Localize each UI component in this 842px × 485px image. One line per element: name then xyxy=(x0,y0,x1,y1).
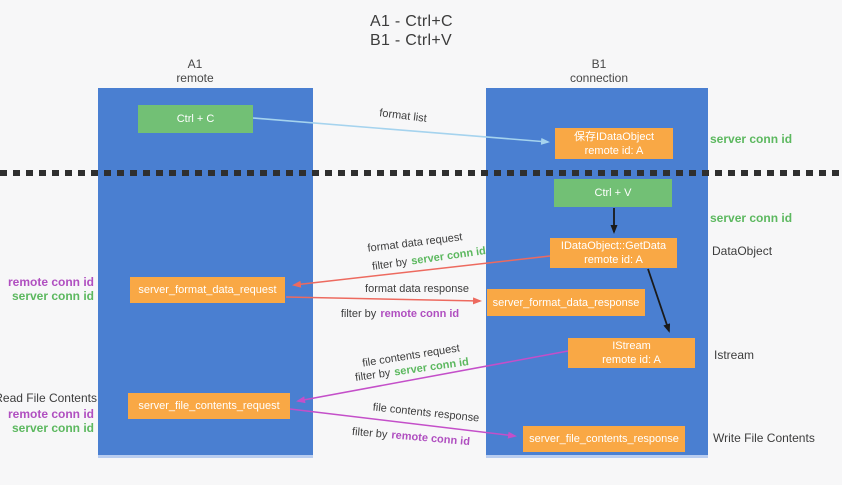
filter-prefix: filter by xyxy=(340,308,377,320)
node-getdata-line1: IDataObject::GetData xyxy=(560,240,667,252)
node-save-idataobject: 保存IDataObject remote id: A xyxy=(555,128,673,159)
node-idataobject-getdata: IDataObject::GetData remote id: A xyxy=(550,238,677,268)
annotation-remote-conn-id-top: remote conn id xyxy=(7,275,94,289)
node-save-idataobject-line2: remote id: A xyxy=(584,144,644,157)
annotation-server-conn-id-mid: server conn id xyxy=(710,211,793,225)
arrow-file-contents-response xyxy=(289,408,517,439)
filter-prefix: filter by xyxy=(351,425,388,441)
node-getdata-line2: remote id: A xyxy=(584,254,643,266)
title-line-1: A1 - Ctrl+C xyxy=(370,13,453,30)
node-server-format-data-request-label: server_format_data_request xyxy=(138,284,277,296)
lane-a1-subtitle: remote xyxy=(176,71,214,85)
annotation-istream: Istream xyxy=(714,348,755,362)
node-server-file-contents-response-label: server_file_contents_response xyxy=(529,433,679,445)
node-ctrl-v-label: Ctrl + V xyxy=(594,187,632,199)
node-server-format-data-response-label: server_format_data_response xyxy=(492,296,640,309)
filter-key-remote-conn-id: remote conn id xyxy=(380,308,460,320)
node-save-idataobject-line1: 保存IDataObject xyxy=(573,130,655,143)
edge-label-format-data-response: format data response xyxy=(365,283,469,295)
lane-b1-subtitle: connection xyxy=(569,71,629,85)
node-server-format-data-response: server_format_data_response xyxy=(487,289,645,316)
node-ctrl-c-label: Ctrl + C xyxy=(176,113,215,125)
annotation-write-file-contents: Write File Contents xyxy=(713,431,815,445)
node-server-file-contents-request-label: server_file_contents_request xyxy=(138,400,280,412)
node-server-file-contents-response: server_file_contents_response xyxy=(523,426,685,452)
node-istream: IStream remote id: A xyxy=(568,338,695,368)
annotation-dataobject: DataObject xyxy=(712,244,773,258)
annotation-read-file-contents: Read File Contents xyxy=(0,391,97,405)
node-istream-line1: IStream xyxy=(612,340,651,352)
arrow-format-list xyxy=(252,117,550,145)
diagram-title: A1 - Ctrl+C B1 - Ctrl+V xyxy=(370,12,453,50)
lane-a1-name: A1 xyxy=(187,57,203,71)
section-divider xyxy=(0,170,842,176)
arrow-format-data-response xyxy=(285,296,482,305)
lane-header-b1: B1 connection xyxy=(519,57,679,85)
lane-header-a1: A1 remote xyxy=(115,57,275,85)
node-ctrl-c: Ctrl + C xyxy=(138,105,253,133)
annotation-remote-conn-id-bottom: remote conn id xyxy=(7,407,94,421)
node-server-format-data-request: server_format_data_request xyxy=(130,277,285,303)
arrow-format-data-request xyxy=(292,255,551,288)
node-server-file-contents-request: server_file_contents_request xyxy=(128,393,290,419)
node-ctrl-v: Ctrl + V xyxy=(554,179,672,207)
title-line-2: B1 - Ctrl+V xyxy=(370,32,452,49)
node-istream-line2: remote id: A xyxy=(602,354,661,366)
annotation-server-conn-id-top: server conn id xyxy=(710,132,793,146)
arrow-file-contents-request xyxy=(296,350,569,404)
annotation-left-server-conn-id-top: server conn id xyxy=(11,289,94,303)
lane-b1-name: B1 xyxy=(591,57,607,71)
arrow-getdata-to-istream xyxy=(647,268,671,333)
annotation-left-server-conn-id-bottom: server conn id xyxy=(11,421,94,435)
